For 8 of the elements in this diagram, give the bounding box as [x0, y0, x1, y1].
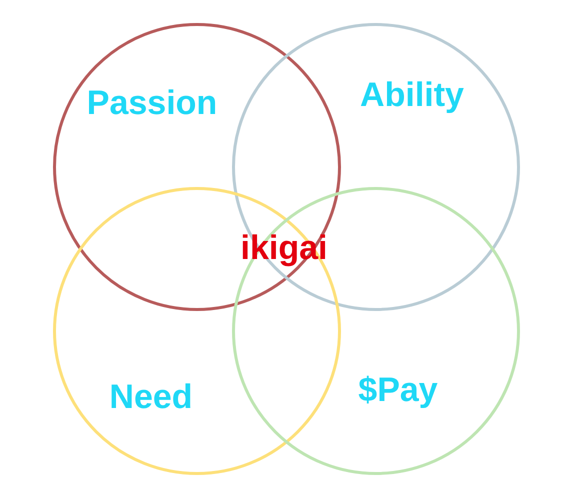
circle-label: Need [109, 380, 193, 414]
circle-label: Ability [360, 78, 464, 112]
venn-circle [53, 23, 341, 311]
venn-circle [232, 187, 520, 475]
circle-label: $Pay [358, 373, 438, 407]
venn-circle [232, 23, 520, 311]
venn-circle [53, 187, 341, 475]
circle-label: Passion [86, 86, 218, 120]
